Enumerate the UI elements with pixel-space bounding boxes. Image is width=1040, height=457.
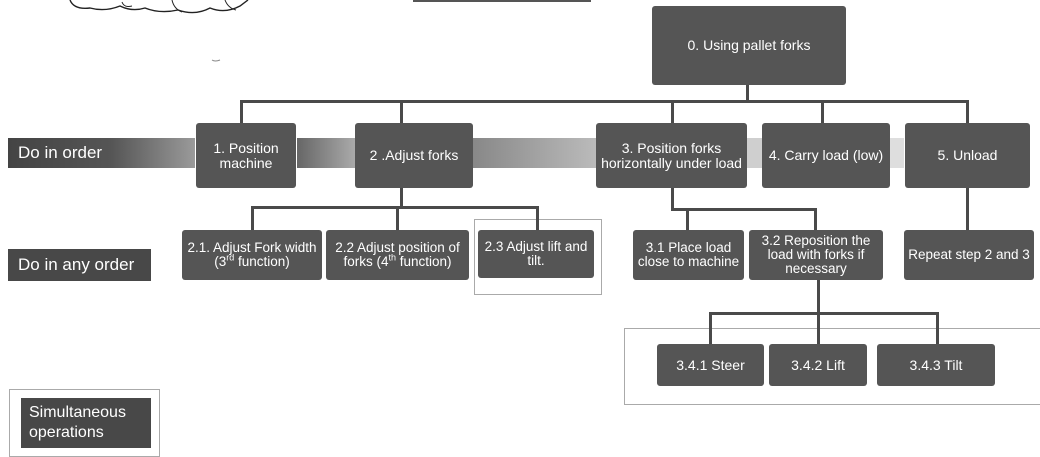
connector: [240, 100, 243, 124]
order-bar-seg-3: [746, 138, 763, 168]
node-2-1: 2.1. Adjust Fork width (3rd function): [182, 230, 322, 280]
node-3-4-3: 3.4.3 Tilt: [877, 344, 995, 386]
row-label-do-in-order-text: Do in order: [18, 143, 103, 162]
connector: [814, 208, 817, 230]
node-3-label: 3. Position forks horizontally under loa…: [601, 139, 742, 171]
row-label-do-in-any-order: Do in any order: [8, 249, 151, 281]
connector: [400, 100, 403, 124]
connector: [251, 206, 539, 209]
connector: [671, 188, 674, 210]
node-2-label: 2 .Adjust forks: [369, 147, 459, 163]
order-bar-seg-1: [297, 138, 355, 168]
sketch-rule: [413, 0, 591, 2]
node-1: 1. Position machine: [196, 123, 296, 188]
connector: [709, 312, 712, 344]
node-3-4-2: 3.4.2 Lift: [769, 344, 867, 386]
node-4-label: 4. Carry load (low): [768, 147, 884, 163]
connector: [966, 188, 969, 230]
node-2-3: 2.3 Adjust lift and tilt.: [478, 230, 594, 278]
group-outline-simultaneous: [624, 328, 1040, 405]
node-2-3-label: 2.3 Adjust lift and tilt.: [484, 239, 588, 268]
node-2-2: 2.2 Adjust position of forks (4th functi…: [326, 230, 469, 280]
connector: [686, 208, 689, 230]
connector: [251, 206, 254, 230]
node-3-2-label: 3.2 Reposition the load with forks if ne…: [761, 233, 871, 276]
connector: [671, 100, 674, 124]
connector: [936, 312, 939, 344]
sketch-illustration: [69, 0, 249, 62]
order-bar-seg-2: [473, 138, 597, 168]
node-5-1: Repeat step 2 and 3: [904, 230, 1034, 280]
node-3-4-1: 3.4.1 Steer: [657, 344, 764, 386]
connector: [240, 100, 969, 103]
row-label-do-in-order: Do in order: [8, 138, 195, 168]
row-label-simultaneous: Simultaneous operations: [21, 398, 151, 448]
node-3-4-3-label: 3.4.3 Tilt: [909, 356, 963, 373]
node-5-1-label: Repeat step 2 and 3: [908, 247, 1030, 262]
node-2-2-label: 2.2 Adjust position of forks (4th functi…: [335, 240, 460, 269]
node-3-2: 3.2 Reposition the load with forks if ne…: [749, 230, 883, 280]
connector: [400, 188, 403, 208]
node-2: 2 .Adjust forks: [355, 123, 473, 188]
node-3-4-2-label: 3.4.2 Lift: [791, 356, 845, 373]
connector: [817, 312, 820, 344]
connector: [671, 208, 817, 211]
row-label-simultaneous-text: Simultaneous operations: [29, 404, 126, 441]
node-5-label: 5. Unload: [937, 147, 998, 163]
connector: [817, 280, 820, 314]
node-5: 5. Unload: [905, 123, 1030, 188]
order-bar-seg-4: [889, 138, 904, 168]
node-1-label: 1. Position machine: [213, 139, 279, 171]
node-2-1-label: 2.1. Adjust Fork width (3rd function): [187, 240, 317, 269]
node-3-1-label: 3.1 Place load close to machine: [637, 240, 740, 269]
connector: [821, 100, 824, 124]
connector: [536, 206, 539, 230]
row-label-do-in-any-order-text: Do in any order: [18, 255, 135, 274]
connector: [966, 100, 969, 124]
node-3-1: 3.1 Place load close to machine: [633, 230, 744, 280]
node-3-4-1-label: 3.4.1 Steer: [676, 356, 745, 373]
connector: [709, 312, 939, 315]
node-3: 3. Position forks horizontally under loa…: [596, 123, 747, 188]
connector: [396, 206, 399, 230]
node-4: 4. Carry load (low): [762, 123, 890, 188]
node-root-label: 0. Using pallet forks: [687, 37, 811, 53]
connector: [746, 84, 749, 102]
node-root: 0. Using pallet forks: [652, 6, 846, 85]
